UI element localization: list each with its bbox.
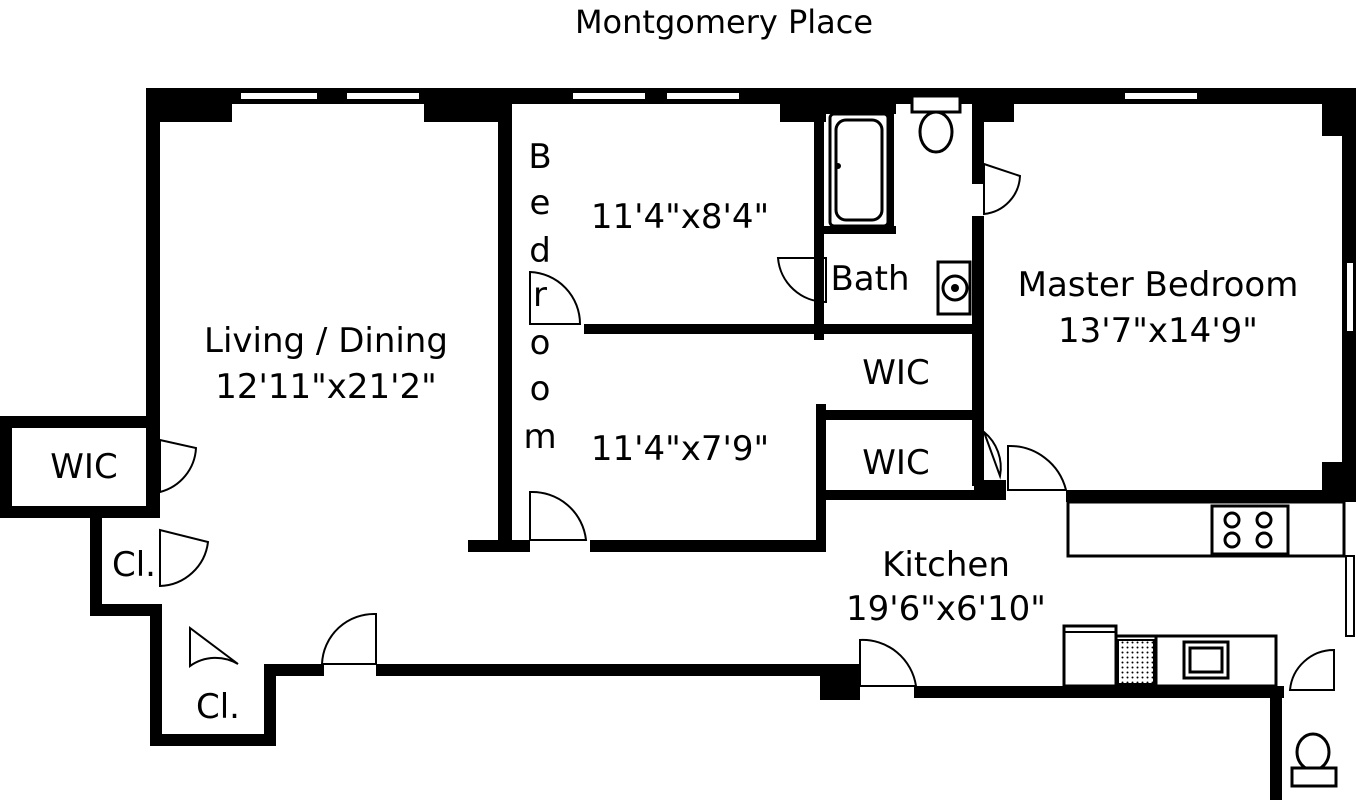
svg-text:r: r: [533, 275, 547, 315]
svg-text:d: d: [529, 231, 551, 271]
wic-upper-label: WIC: [862, 353, 929, 393]
svg-text:m: m: [523, 417, 556, 457]
kitchen-counter-lower: [1062, 624, 1278, 688]
street-label: Montgomery Place: [575, 3, 873, 41]
door-closet-lower: [189, 626, 239, 668]
door-bath: [776, 257, 827, 304]
svg-text:o: o: [530, 323, 551, 363]
door-wic-left: [159, 438, 198, 494]
bath-label: Bath: [830, 259, 909, 299]
bedroom-vertical-label: B e d r o o m: [523, 137, 556, 457]
master-name: Master Bedroom: [1018, 265, 1299, 305]
bathtub-icon: [828, 112, 890, 228]
toilet-icon: [910, 94, 962, 154]
outer-walls: [0, 88, 1356, 800]
doors: [159, 162, 1335, 691]
door-kitchen-master: [1007, 444, 1068, 491]
door-wic-lower: [981, 428, 1002, 480]
toilet-icon-corner: [1290, 732, 1338, 788]
living-dims: 12'11"x21'2": [215, 367, 437, 407]
svg-text:B: B: [528, 137, 551, 177]
closet-upper-label: Cl.: [112, 545, 156, 585]
wic-lower-label: WIC: [862, 443, 929, 483]
living-name: Living / Dining: [204, 321, 448, 361]
closet-lower-label: Cl.: [196, 687, 240, 727]
svg-text:o: o: [530, 369, 551, 409]
windows: [239, 91, 1355, 637]
wic-left-label: WIC: [50, 447, 117, 487]
kitchen-dims: 19'6"x6'10": [846, 589, 1046, 629]
sink-icon: [936, 260, 972, 316]
door-master: [983, 162, 1022, 216]
bedroom1-dims: 11'4"x8'4": [591, 197, 769, 237]
door-bedroom2: [529, 490, 588, 541]
door-entry: [320, 612, 377, 665]
stove-icon: [1210, 504, 1290, 556]
door-powder: [1288, 648, 1335, 691]
master-dims: 13'7"x14'9": [1058, 311, 1258, 351]
door-bedroom1: [529, 270, 582, 325]
svg-text:e: e: [530, 183, 551, 223]
dishwasher-icon: [1117, 639, 1155, 685]
door-kitchen: [859, 638, 918, 687]
bedroom2-dims: 11'4"x7'9": [591, 429, 769, 469]
kitchen-name: Kitchen: [882, 545, 1010, 585]
kitchen-counter-upper: [1066, 500, 1346, 558]
interior-walls: [468, 104, 1356, 552]
kitchen-sink-icon: [1182, 640, 1230, 680]
door-closet-upper: [159, 528, 210, 588]
